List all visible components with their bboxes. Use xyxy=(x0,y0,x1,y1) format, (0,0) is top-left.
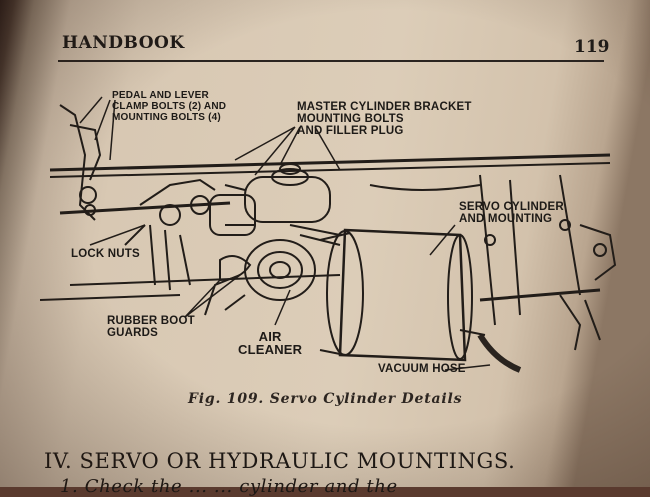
callout-servo-cylinder: SERVO CYLINDER AND MOUNTING xyxy=(459,201,564,225)
running-head: HANDBOOK xyxy=(62,33,185,53)
page-number: 119 xyxy=(574,37,610,57)
callout-lock-nuts: LOCK NUTS xyxy=(71,248,140,260)
callout-air-cleaner: AIR CLEANER xyxy=(238,329,303,357)
figure-caption: Fig. 109. Servo Cylinder Details xyxy=(188,391,463,407)
section-heading: IV. SERVO OR HYDRAULIC MOUNTINGS. xyxy=(44,449,516,473)
callout-vacuum-hose: VACUUM HOSE xyxy=(378,363,466,375)
servo-cylinder-illustration xyxy=(40,96,617,373)
callout-rubber-boot: RUBBER BOOT GUARDS xyxy=(107,315,195,339)
callout-pedal-bolts: PEDAL AND LEVER CLAMP BOLTS (2) AND MOUN… xyxy=(112,90,227,123)
callout-master-cylinder: MASTER CYLINDER BRACKET MOUNTING BOLTS A… xyxy=(297,101,472,137)
header-rule xyxy=(58,60,604,62)
